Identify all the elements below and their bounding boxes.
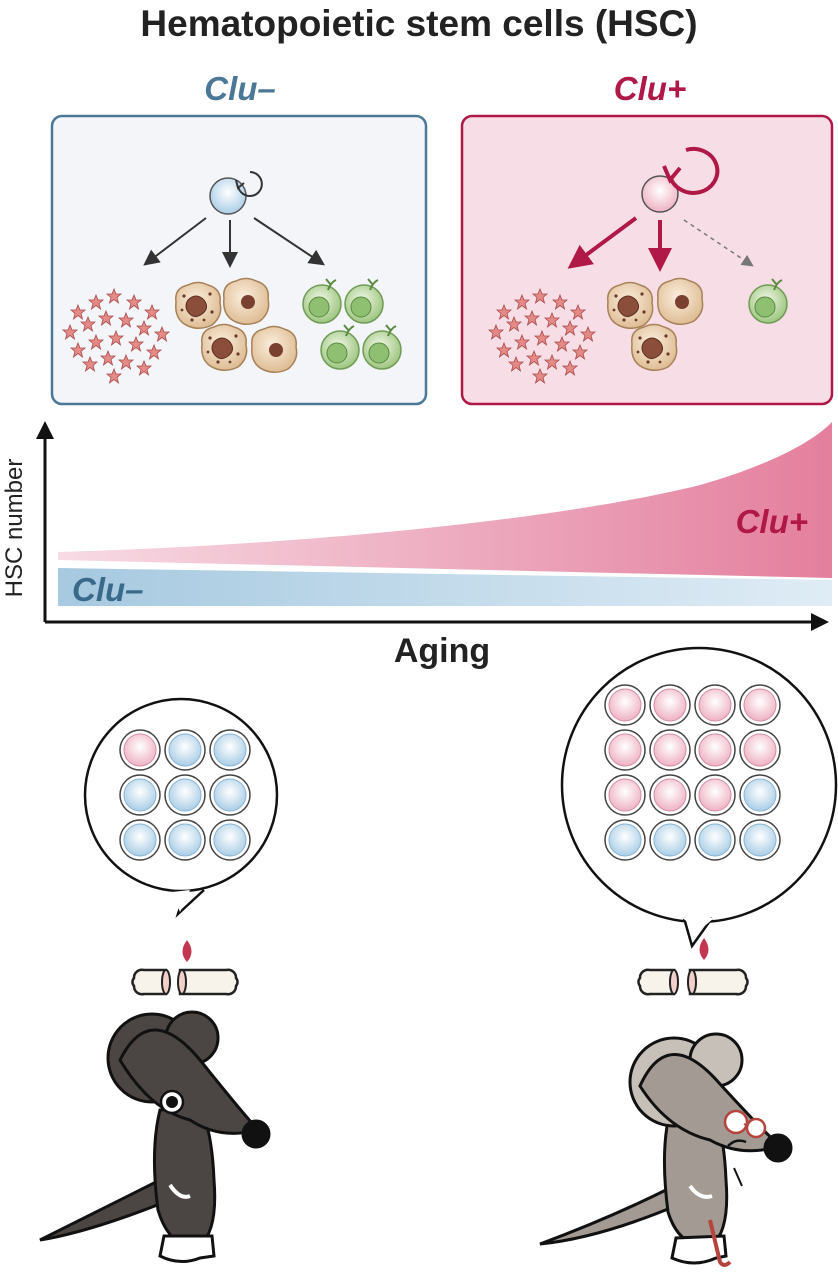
old-hsc-grid: [604, 684, 781, 861]
clu-negative-band: [58, 568, 832, 606]
differentiation-arrow-dashed: [683, 219, 754, 267]
panel-clu-positive: [460, 114, 834, 406]
young-mouse-icon: [39, 1010, 271, 1263]
y-axis-label: HSC number: [1, 459, 28, 598]
hsc-cell-fill: [608, 778, 642, 812]
hsc-cell-fill: [213, 823, 247, 857]
hsc-cell-fill: [653, 778, 687, 812]
hsc-cell-fill: [168, 733, 202, 767]
hsc-cell-fill: [698, 688, 732, 722]
hsc-cell-fill: [608, 688, 642, 722]
young-bone-icon: [131, 940, 239, 996]
hsc-cell-fill: [743, 688, 777, 722]
old-bone-icon: [637, 938, 749, 996]
hsc-cell-fill: [698, 733, 732, 767]
clu-positive-band: [58, 422, 832, 578]
young-bubble: [83, 697, 279, 919]
differentiation-arrow: [567, 216, 638, 269]
panel-clu-negative: [50, 114, 428, 406]
hsc-cell-fill: [608, 733, 642, 767]
hsc-cell-fill: [123, 733, 157, 767]
hsc-cell-fill: [213, 733, 247, 767]
hsc-cell-fill: [743, 778, 777, 812]
old-bubble: [560, 646, 838, 949]
hsc-cell-fill: [213, 778, 247, 812]
hsc-cell-fill: [168, 823, 202, 857]
young-hsc-grid: [119, 729, 251, 861]
hsc-cell-fill: [698, 778, 732, 812]
band-label-clu-positive: Clu+: [736, 503, 808, 540]
blood-drop-icon: [699, 938, 709, 960]
band-label-clu-negative: Clu–: [72, 571, 144, 608]
old-mouse-icon: [539, 1032, 793, 1267]
hsc-number-chart: Clu+ Clu– HSC number Aging: [1, 421, 832, 670]
hsc-cell-fill: [123, 778, 157, 812]
x-axis-label: Aging: [394, 632, 490, 670]
hsc-cell-icon: [209, 171, 263, 215]
hsc-cell-fill: [653, 733, 687, 767]
hsc-cell-fill: [653, 823, 687, 857]
panel-label-clu-positive: Clu+: [614, 70, 686, 107]
hsc-cell-fill: [168, 778, 202, 812]
blood-drop-icon: [182, 940, 192, 962]
hsc-cell-fill: [743, 733, 777, 767]
differentiation-arrow: [143, 217, 207, 266]
hsc-cell-fill: [698, 823, 732, 857]
hsc-cell-icon: [641, 146, 720, 213]
panel-label-clu-negative: Clu–: [204, 70, 276, 107]
figure-title: Hematopoietic stem cells (HSC): [140, 3, 697, 44]
panel-frame: [460, 114, 834, 406]
hsc-cell-fill: [743, 823, 777, 857]
hsc-cell-fill: [653, 688, 687, 722]
differentiation-arrow: [253, 217, 325, 266]
hsc-cell-fill: [608, 823, 642, 857]
hsc-cell-fill: [123, 823, 157, 857]
